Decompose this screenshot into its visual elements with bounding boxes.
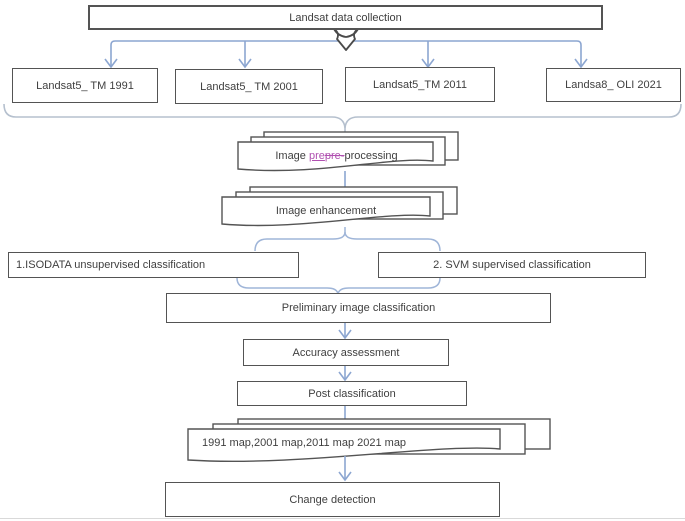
maps-doc-front [187,428,501,462]
change-label: Change detection [289,493,376,506]
preprocessing-suffix: processing [344,150,398,162]
enhancement-doc-front [221,196,431,227]
source-label-2021: Landsa8_ OLI 2021 [565,79,662,91]
split-brace-right [344,231,441,252]
arrow-accuracy-post [338,366,352,382]
gather-brace-left [3,103,346,135]
change-detection-box: Change detection [165,482,500,517]
bottom-rule-divider [0,518,685,519]
preprocessing-prefix: Image [275,150,306,162]
arrowhead [338,329,352,340]
maps-doc-stack [187,418,551,462]
arrow-maps-change [338,456,352,482]
source-box-2021: Landsa8_ OLI 2021 [546,68,681,102]
source-box-2011: Landsat5_TM 2011 [345,67,495,102]
preprocessing-inserted-text: pre [308,150,325,162]
source-box-1991: Landsat5_ TM 1991 [12,68,158,103]
enhancement-doc-stack [221,186,458,227]
split-brace-left [254,227,346,252]
title-box: Landsat data collection [88,5,603,30]
accuracy-label: Accuracy assessment [292,346,400,359]
merge-brace-left [236,277,339,295]
arrowhead-source-4 [574,58,588,69]
gather-brace [3,103,682,135]
accuracy-assessment-box: Accuracy assessment [243,339,449,366]
post-classification-box: Post classification [237,381,467,406]
maps-label: 1991 map,2001 map,2011 map 2021 map [188,431,502,455]
merge-brace [236,277,441,295]
source-label-2011: Landsat5_TM 2011 [373,78,467,91]
preliminary-classification-box: Preliminary image classification [166,293,551,323]
isodata-classification-box: 1.ISODATA unsupervised classification [8,252,299,278]
isodata-label: 1.ISODATA unsupervised classification [16,259,206,271]
preprocessing-deleted-text: pre- [324,150,345,162]
arrowhead [338,471,352,482]
svm-classification-box: 2. SVM supervised classification [378,252,646,278]
preprocessing-doc-front [237,141,434,172]
split-brace [254,227,441,252]
svm-label: 2. SVM supervised classification [433,259,591,271]
gather-brace-right [344,103,682,129]
arrow-preliminary-accuracy [338,323,352,340]
source-box-2001: Landsat5_ TM 2001 [175,69,323,104]
arrowhead [338,371,352,382]
source-label-1991: Landsat5_ TM 1991 [36,79,134,92]
merge-brace-right [337,277,441,295]
maps-text: 1991 map,2001 map,2011 map 2021 map [202,437,407,449]
chevron-down-icon [333,28,359,51]
post-label: Post classification [308,387,396,400]
title-label: Landsat data collection [289,11,402,24]
arrowhead-source-1 [104,58,118,69]
arrowhead-source-2 [238,58,252,69]
preprocessing-doc-stack [237,131,459,172]
enhancement-label: Image enhancement [222,199,430,223]
source-label-2001: Landsat5_ TM 2001 [200,80,298,93]
preliminary-label: Preliminary image classification [281,302,436,314]
enhancement-text: Image enhancement [275,205,377,217]
